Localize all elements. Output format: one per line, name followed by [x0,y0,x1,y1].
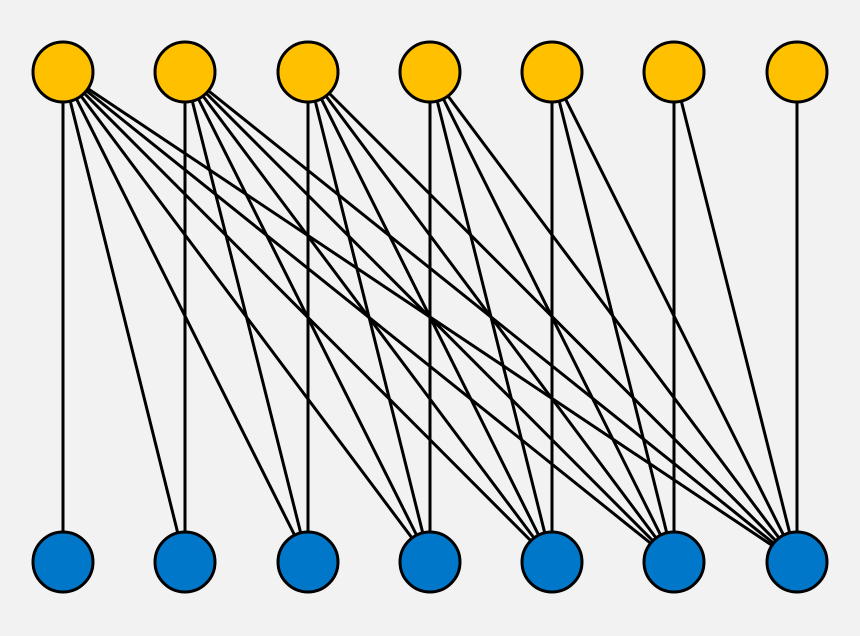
edge-u2-v3 [183,70,310,564]
top-node-u6 [642,40,706,104]
edge-u6-v7 [672,70,799,564]
node-layer [31,40,829,594]
bottom-node-v3 [276,530,340,594]
bottom-node-v7 [765,530,829,594]
edge-u5-v6 [550,70,676,564]
bottom-node-v2 [153,530,217,594]
edge-u3-v4 [306,70,432,564]
edge-u1-v2 [61,70,187,564]
edge-layer [61,70,799,564]
bottom-node-v1 [31,530,95,594]
top-node-u3 [276,40,340,104]
top-node-u5 [520,40,584,104]
bottom-node-v5 [520,530,584,594]
top-node-u4 [398,40,462,104]
top-node-u1 [31,40,95,104]
top-node-u7 [765,40,829,104]
bottom-node-v4 [398,530,462,594]
edge-u4-v5 [428,70,554,564]
top-node-u2 [153,40,217,104]
bottom-node-v6 [642,530,706,594]
